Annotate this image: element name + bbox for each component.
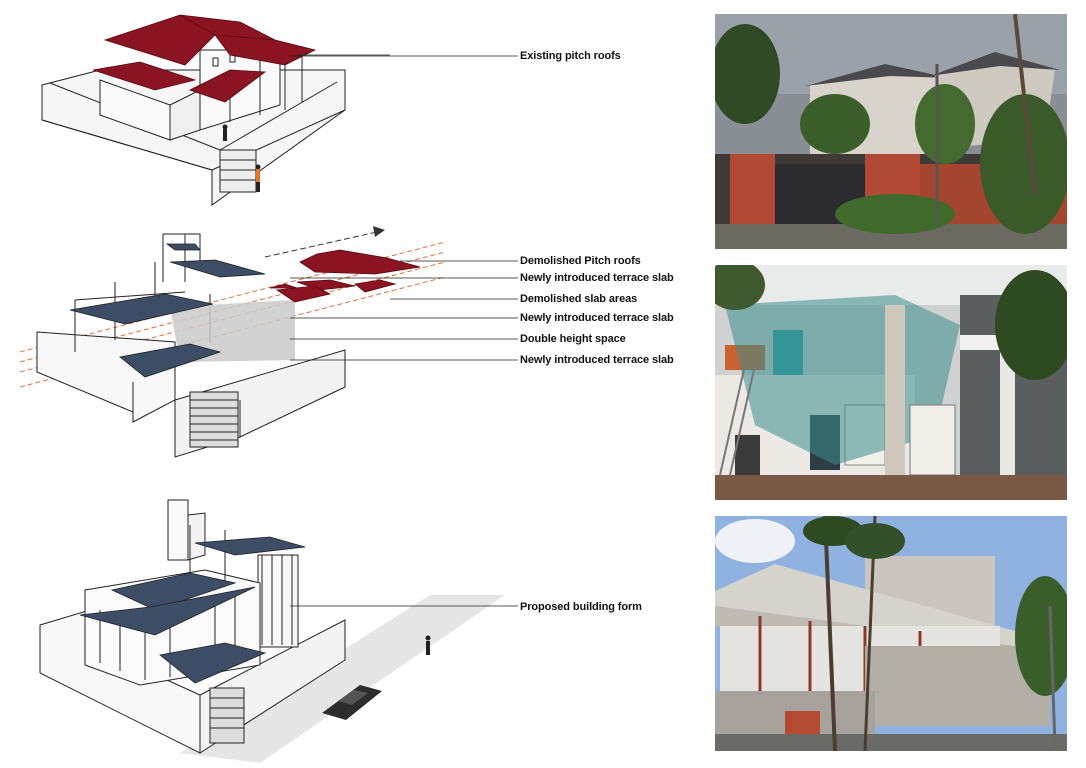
label-proposed-building-form: Proposed building form: [520, 601, 642, 613]
person-figure: [222, 124, 261, 192]
road: [180, 595, 505, 763]
terrace-slabs: [69, 243, 266, 378]
existing-house-drawing: [41, 14, 390, 206]
arrow-head: [373, 226, 385, 237]
demolished-pitch-roofs: [269, 249, 421, 303]
label-demolished-slab-areas: Demolished slab areas: [520, 293, 638, 305]
leader-extension: [290, 55, 518, 57]
label-existing-pitch-roofs: Existing pitch roofs: [520, 50, 621, 62]
proposed-leader: [290, 605, 518, 607]
label-demolished-pitch-roofs: Demolished Pitch roofs: [520, 255, 641, 267]
label-terrace-slab-3: Newly introduced terrace slab: [520, 354, 674, 366]
label-terrace-slab-2: Newly introduced terrace slab: [520, 312, 674, 324]
photo-existing-house: [715, 14, 1067, 249]
photo-construction: [715, 265, 1067, 500]
existing-pitch-roofs: [92, 14, 317, 103]
photo-proposed-structure: [715, 516, 1067, 751]
proposed-terrace-slabs: [79, 536, 306, 684]
intervention-drawing: [19, 226, 446, 458]
intervention-leaders: [290, 260, 518, 361]
label-double-height-space: Double height space: [520, 333, 626, 345]
car: [322, 685, 382, 720]
label-terrace-slab-1: Newly introduced terrace slab: [520, 272, 674, 284]
proposed-building-drawing: [39, 499, 505, 763]
